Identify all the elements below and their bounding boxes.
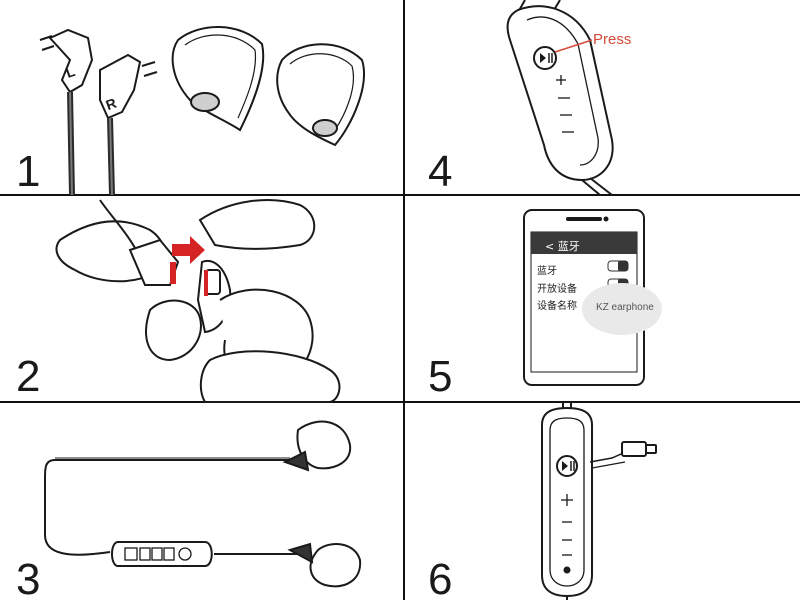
lower-earpiece-3 (311, 544, 361, 586)
right-connector (100, 55, 157, 195)
left-earpiece (173, 27, 264, 130)
panel-3-full-headset (45, 422, 360, 587)
usb-plug (622, 442, 646, 456)
panel-4-press-button (508, 0, 613, 195)
phone-row-device-name: 设备名称 (537, 297, 577, 312)
step-number-5: 5 (428, 355, 452, 399)
panel-2-connect (56, 200, 339, 402)
device-name-text: KZ earphone (596, 302, 654, 313)
step-number-6: 6 (428, 558, 452, 602)
lower-hand (201, 351, 340, 402)
right-earpiece (277, 44, 364, 145)
red-mark-plug (170, 262, 176, 284)
eartip (146, 301, 201, 360)
step-number-2: 2 (16, 355, 40, 399)
phone-row-bluetooth: 蓝牙 (537, 262, 557, 277)
step-number-3: 3 (16, 558, 40, 602)
panel-6-charging (542, 402, 656, 600)
panel-1-earphone-parts (40, 27, 364, 195)
phone-header: < 蓝牙 (545, 238, 580, 254)
step-number-1: 1 (16, 150, 40, 194)
step-number-4: 4 (428, 150, 452, 194)
phone-header-title: 蓝牙 (558, 240, 580, 253)
back-chevron-icon: < (545, 240, 554, 253)
press-callout: Press (593, 31, 631, 48)
left-connector (40, 30, 92, 195)
neckband-cable (45, 460, 290, 555)
right-hand-fingers (200, 200, 314, 249)
phone-row-discoverable: 开放设备 (537, 280, 577, 295)
red-mark-socket (204, 270, 208, 296)
